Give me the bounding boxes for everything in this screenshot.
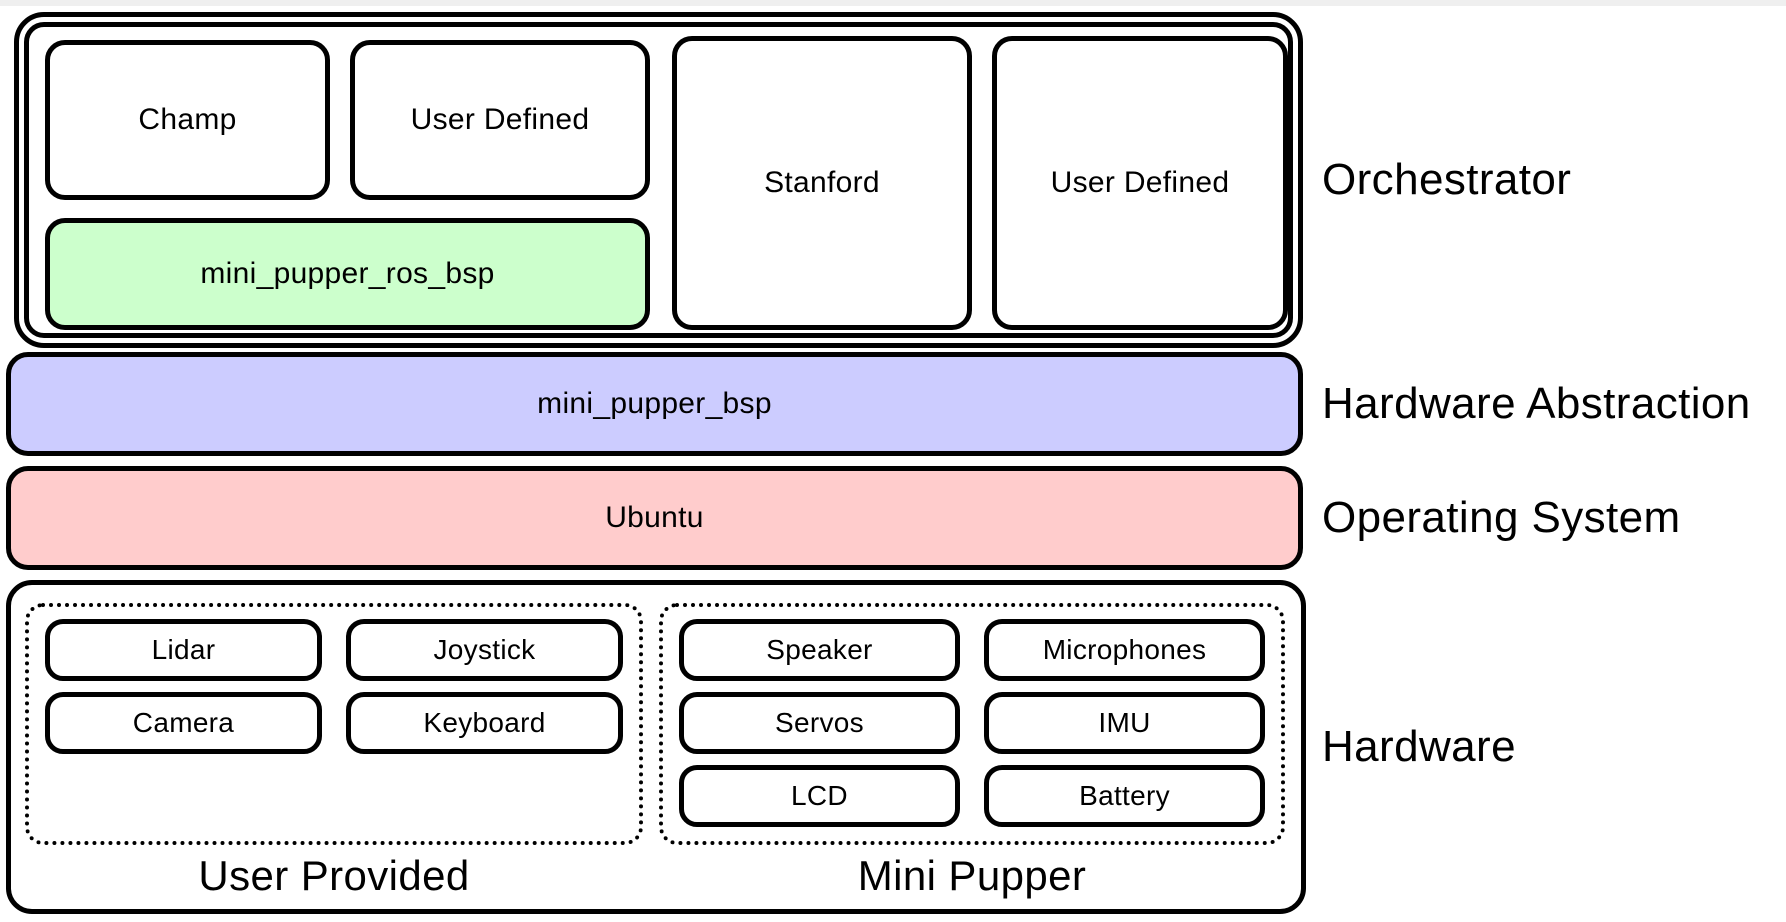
- servos-box: Servos: [679, 692, 960, 754]
- champ-box: Champ: [45, 40, 330, 200]
- battery-box: Battery: [984, 765, 1265, 827]
- ubuntu-bar: Ubuntu: [6, 466, 1303, 570]
- mini-pupper-label: Mini Pupper: [857, 852, 1087, 899]
- stanford-box: Stanford: [672, 36, 972, 330]
- camera-box: Camera: [45, 692, 322, 754]
- mini-pupper-region: Speaker Microphones Servos IMU LCD Batte…: [659, 603, 1285, 845]
- user-provided-label: User Provided: [198, 852, 470, 899]
- orchestrator-container: Champ User Defined mini_pupper_ros_bsp S…: [14, 12, 1303, 348]
- lcd-box: LCD: [679, 765, 960, 827]
- imu-box: IMU: [984, 692, 1265, 754]
- mini-pupper-bsp-bar: mini_pupper_bsp: [6, 352, 1303, 456]
- operating-system-layer-label: Operating System: [1322, 493, 1681, 542]
- joystick-box: Joystick: [346, 619, 623, 681]
- lidar-box: Lidar: [45, 619, 322, 681]
- orchestrator-layer-label: Orchestrator: [1322, 155, 1572, 204]
- keyboard-box: Keyboard: [346, 692, 623, 754]
- microphones-box: Microphones: [984, 619, 1265, 681]
- hardware-layer-label: Hardware: [1322, 722, 1516, 771]
- user-defined-box-2: User Defined: [992, 36, 1288, 330]
- mini-pupper-ros-bsp-box: mini_pupper_ros_bsp: [45, 218, 650, 330]
- speaker-box: Speaker: [679, 619, 960, 681]
- hardware-abstraction-layer-label: Hardware Abstraction: [1322, 379, 1751, 428]
- user-defined-box-1: User Defined: [350, 40, 650, 200]
- window-top-strip: [0, 0, 1786, 6]
- user-provided-region: Lidar Joystick Camera Keyboard: [25, 603, 643, 845]
- hardware-container: Lidar Joystick Camera Keyboard Speaker M…: [6, 580, 1306, 914]
